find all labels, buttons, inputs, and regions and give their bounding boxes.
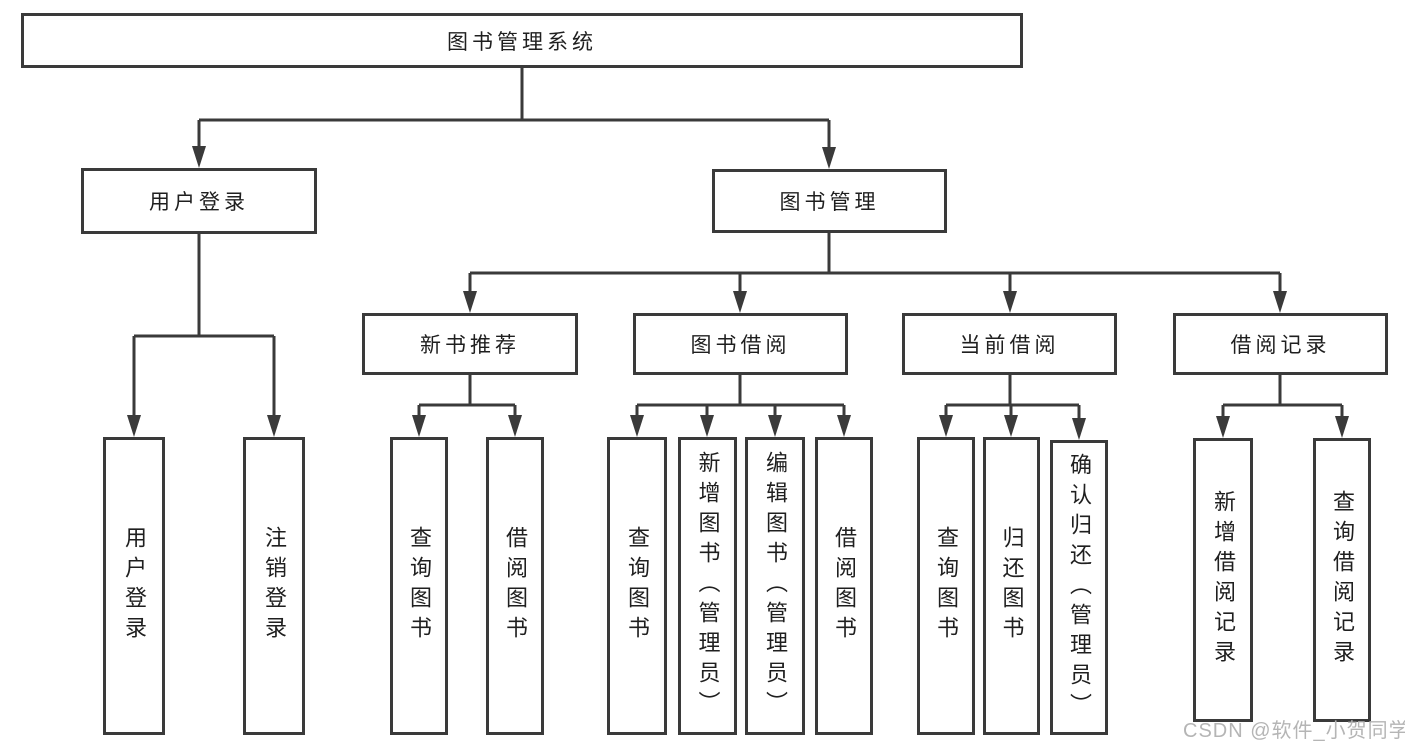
leaf-recommend-query-books: 查询图书 [390,437,448,735]
leaf-user-login: 用户登录 [103,437,165,735]
node-borrowing-records: 借阅记录 [1173,313,1388,375]
csdn-watermark: CSDN @软件_小贺同学 [1183,720,1405,742]
connector-current-to-leaves [939,375,1086,440]
leaf-current-return-books: 归还图书 [983,437,1040,735]
leaf-borrowing-borrow-books: 借阅图书 [815,437,873,735]
node-book-management: 图书管理 [712,169,947,233]
node-library-system: 图书管理系统 [21,13,1023,68]
leaf-current-query-books: 查询图书 [917,437,975,735]
leaf-borrowing-add-books-admin: 新增图书（管理员） [678,437,737,735]
node-current-borrowing: 当前借阅 [902,313,1117,375]
leaf-borrowing-edit-books-admin: 编辑图书（管理员） [745,437,805,735]
leaf-logout: 注销登录 [243,437,305,735]
connector-records-to-leaves [1216,375,1349,438]
connector-recommend-to-leaves [412,375,522,437]
node-new-book-recommend: 新书推荐 [362,313,578,375]
connector-login-to-leaves [127,234,281,437]
node-book-borrowing: 图书借阅 [633,313,848,375]
leaf-records-query-record: 查询借阅记录 [1313,438,1371,722]
leaf-current-confirm-return-admin: 确认归还（管理员） [1050,440,1108,735]
leaf-borrowing-query-books: 查询图书 [607,437,667,735]
leaf-recommend-borrow-books: 借阅图书 [486,437,544,735]
leaf-records-add-record: 新增借阅记录 [1193,438,1253,722]
connector-root-to-level2 [192,68,836,169]
connector-borrowing-to-leaves [630,375,851,437]
connector-management-to-level3 [463,233,1287,313]
node-user-login: 用户登录 [81,168,317,234]
